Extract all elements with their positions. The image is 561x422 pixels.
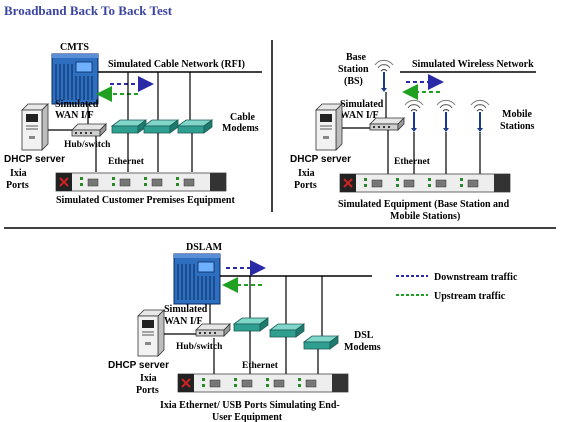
mobile-stations-label-line1: Mobile bbox=[502, 109, 533, 120]
base-station-antenna-icon bbox=[374, 59, 394, 93]
ethernet-label: Ethernet bbox=[394, 157, 431, 167]
ethernet-label: Ethernet bbox=[108, 157, 145, 167]
dslam-label: DSLAM bbox=[186, 242, 223, 253]
bs-label-line2: Station bbox=[338, 64, 369, 75]
upstream-legend-label: Upstream traffic bbox=[434, 291, 506, 302]
dsl-caption-line2: User Equipment bbox=[212, 412, 283, 422]
ixia-label-line2: Ports bbox=[6, 180, 29, 191]
traffic-legend: Downstream traffic Upstream traffic bbox=[396, 272, 518, 302]
downstream-legend-label: Downstream traffic bbox=[434, 272, 518, 283]
wireless-caption-line1: Simulated Equipment (Base Station and bbox=[338, 199, 510, 210]
wan-label-line2: WAN I/F bbox=[340, 110, 379, 121]
wan-label-line2: WAN I/F bbox=[164, 316, 203, 327]
ixia-chassis-icon bbox=[339, 173, 511, 193]
mobile-station-antenna-icon bbox=[470, 99, 490, 133]
dsl-panel: DSLAM DSL Modems Simulated WAN I/F Hub/s… bbox=[108, 242, 381, 422]
dhcp-server-label: DHCP server bbox=[4, 154, 65, 165]
wan-label-line2: WAN I/F bbox=[55, 110, 94, 121]
dhcp-server-icon bbox=[137, 309, 165, 357]
cable-modem-icon bbox=[143, 119, 179, 134]
dhcp-server-label: DHCP server bbox=[290, 154, 351, 165]
wireless-panel: Base Station (BS) Simulated Wireless Net… bbox=[290, 52, 536, 222]
hub-switch-icon bbox=[369, 117, 405, 131]
dhcp-server-label: DHCP server bbox=[108, 360, 169, 371]
cable-caption: Simulated Customer Premises Equipment bbox=[56, 195, 235, 206]
cmts-label: CMTS bbox=[60, 42, 89, 53]
hub-switch-icon bbox=[71, 123, 107, 137]
ixia-label-line1: Ixia bbox=[298, 168, 315, 179]
mobile-station-antenna-icon bbox=[436, 99, 456, 133]
cable-network-label: Simulated Cable Network (RFI) bbox=[108, 59, 245, 70]
dsl-modems-label-line1: DSL bbox=[354, 330, 374, 341]
dsl-modem-icon bbox=[303, 335, 339, 350]
wireless-caption-line2: Mobile Stations) bbox=[390, 211, 460, 222]
cable-modem-icon bbox=[177, 119, 213, 134]
dhcp-server-icon bbox=[315, 103, 343, 151]
ethernet-label: Ethernet bbox=[242, 361, 279, 371]
wireless-network-label: Simulated Wireless Network bbox=[412, 59, 534, 70]
ixia-chassis-icon bbox=[55, 172, 227, 192]
bs-label-line3: (BS) bbox=[344, 76, 363, 87]
ixia-label-line2: Ports bbox=[294, 180, 317, 191]
ixia-chassis-icon bbox=[177, 373, 349, 393]
mobile-station-antenna-icon bbox=[404, 99, 424, 133]
cmts-device-icon bbox=[51, 53, 99, 105]
dhcp-server-icon bbox=[21, 103, 49, 151]
wan-label-line1: Simulated bbox=[340, 99, 384, 110]
wan-label-line1: Simulated bbox=[55, 99, 99, 110]
dsl-modem-icon bbox=[269, 323, 305, 338]
dsl-modem-icon bbox=[233, 317, 269, 332]
hub-switch-label: Hub/switch bbox=[176, 342, 223, 352]
mobile-stations-label-line2: Stations bbox=[500, 121, 535, 132]
hub-switch-label: Hub/switch bbox=[64, 140, 111, 150]
ixia-label-line1: Ixia bbox=[10, 168, 27, 179]
dsl-modems-label-line2: Modems bbox=[344, 342, 381, 353]
bs-label-line1: Base bbox=[346, 52, 367, 63]
cable-panel: CMTS Simulated Cable Network (RFI) Cable… bbox=[4, 42, 262, 206]
dsl-caption-line1: Ixia Ethernet/ USB Ports Simulating End- bbox=[160, 400, 340, 411]
cable-modem-icon bbox=[111, 119, 147, 134]
wan-label-line1: Simulated bbox=[164, 304, 208, 315]
hub-switch-icon bbox=[195, 323, 231, 337]
diagram-title: Broadband Back To Back Test bbox=[4, 3, 173, 18]
cable-modems-label-line1: Cable bbox=[230, 112, 256, 123]
dslam-device-icon bbox=[173, 253, 221, 305]
ixia-label-line1: Ixia bbox=[140, 373, 157, 384]
ixia-label-line2: Ports bbox=[136, 385, 159, 396]
cable-modems-label-line2: Modems bbox=[222, 123, 259, 134]
